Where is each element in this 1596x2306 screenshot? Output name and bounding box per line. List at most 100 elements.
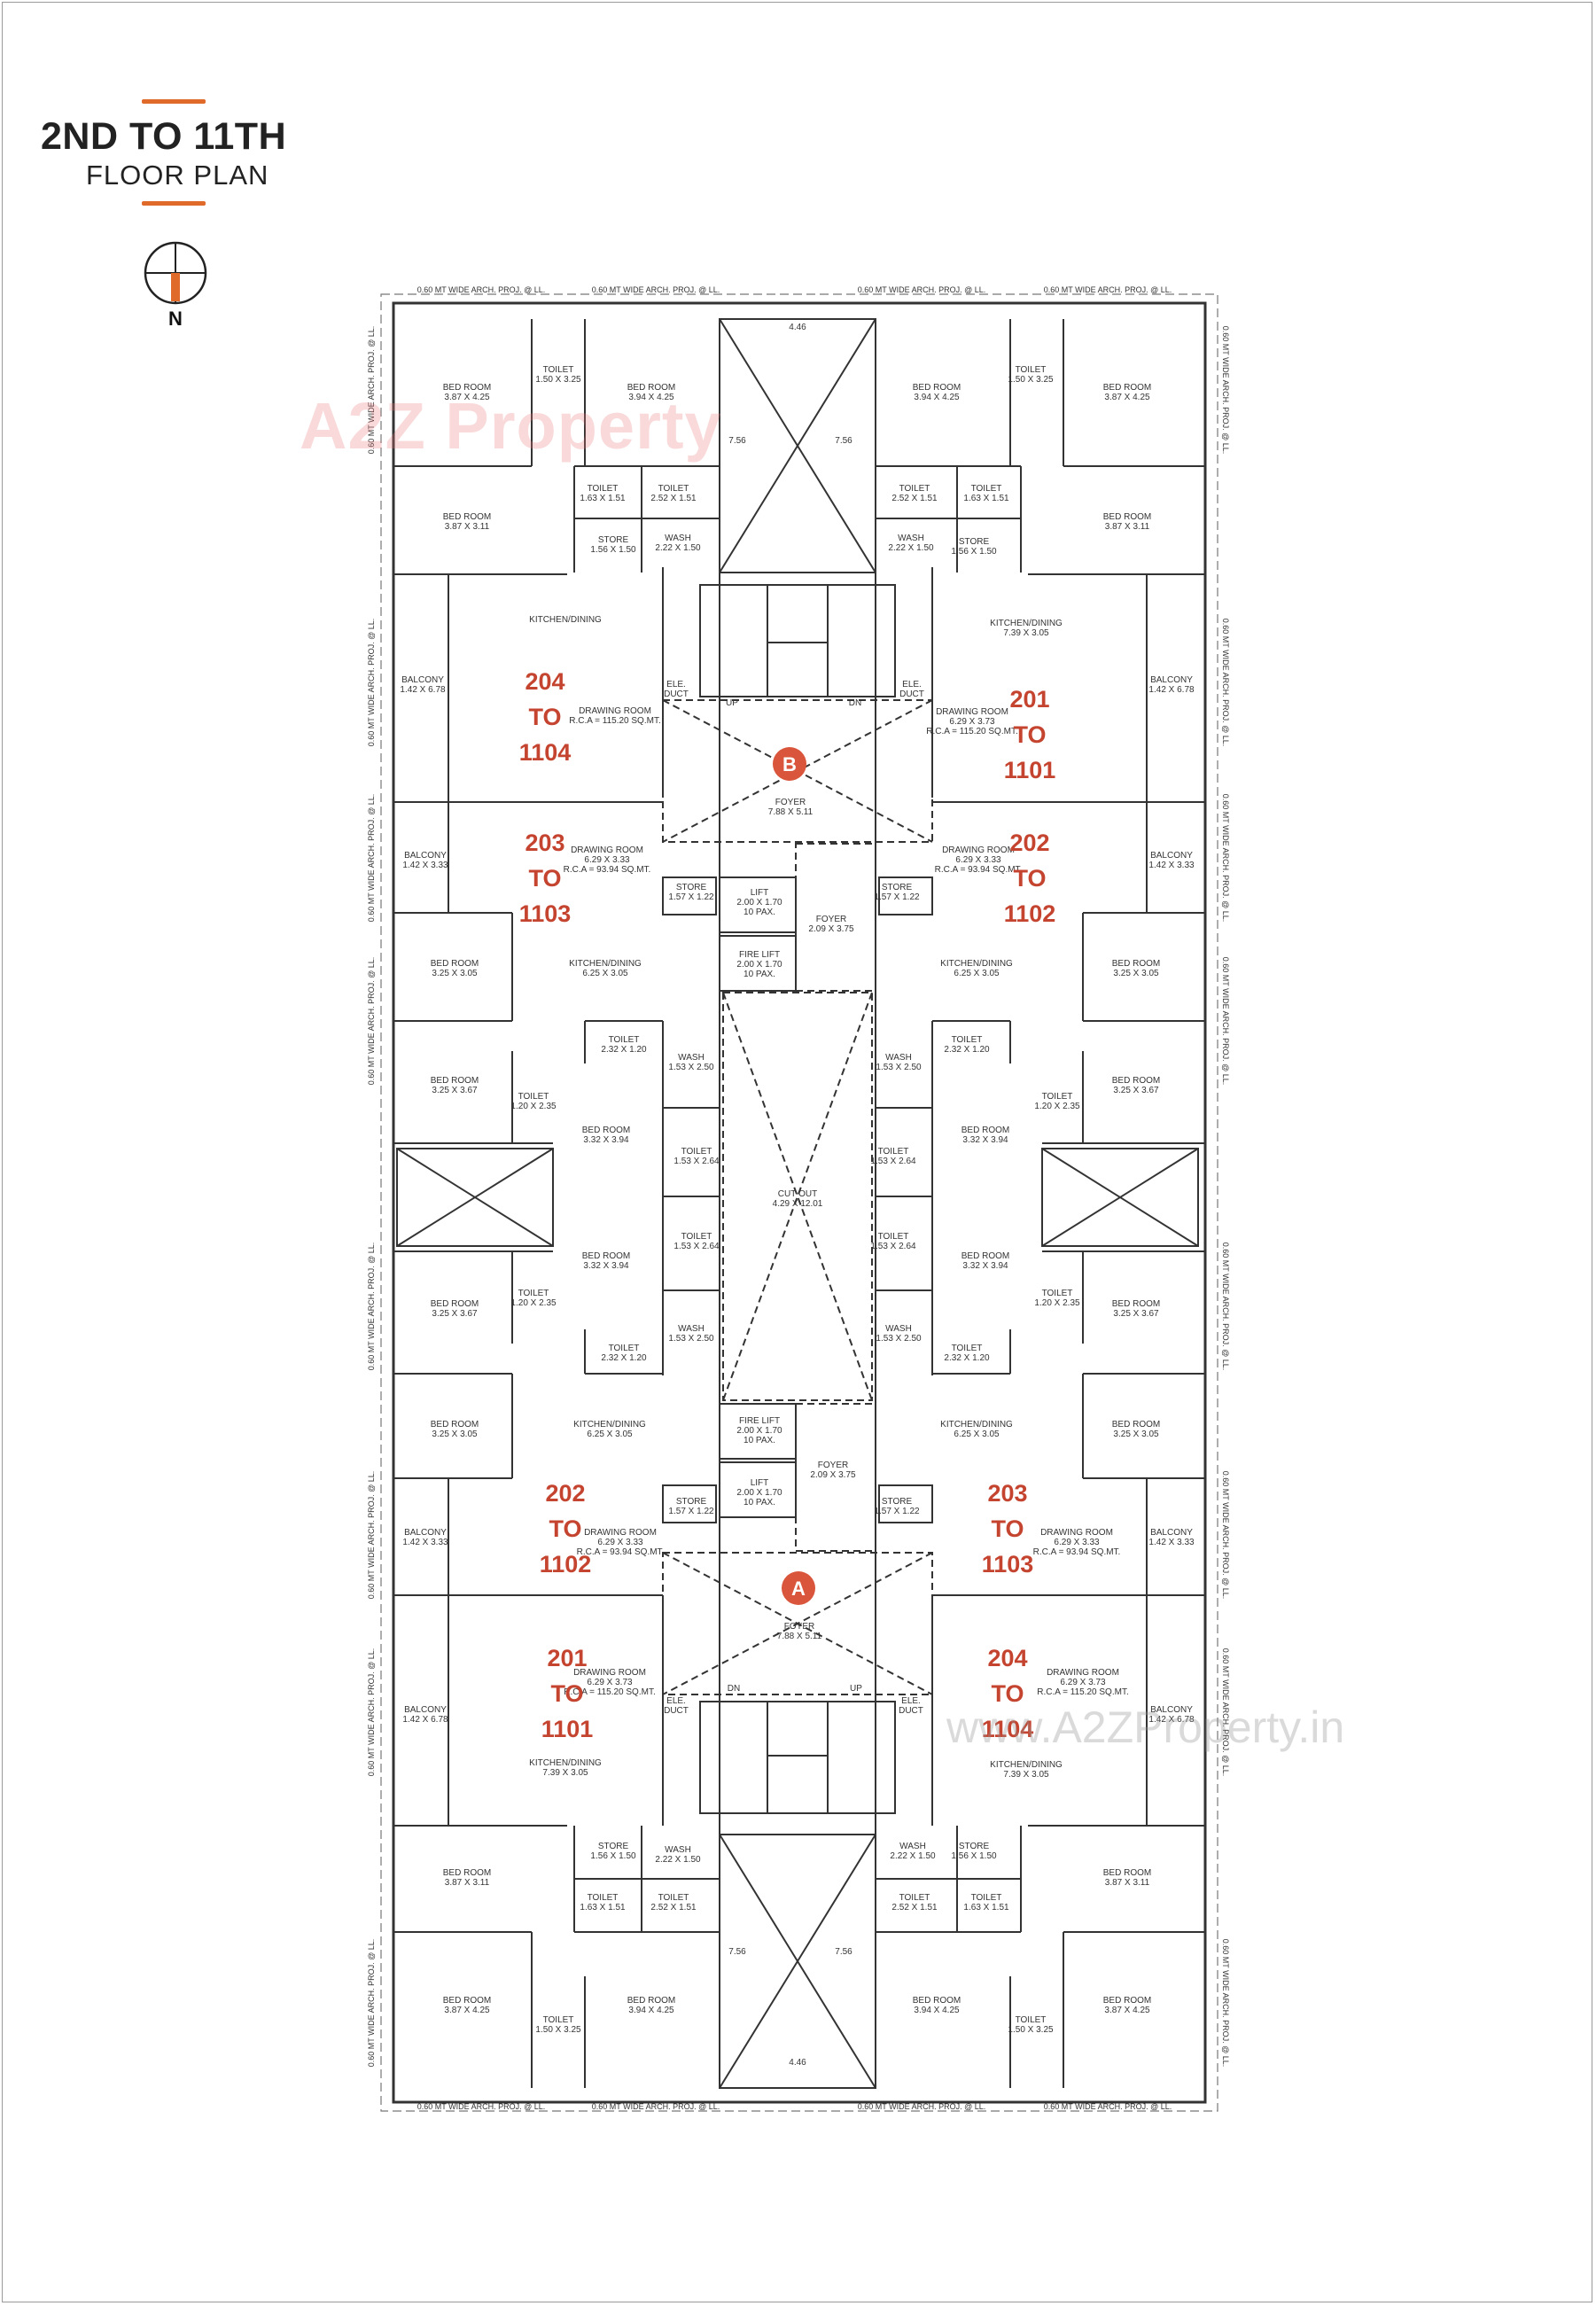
watermark-site: www.A2ZProperty.in	[946, 1702, 1345, 1752]
edge-note: 0.60 MT WIDE ARCH. PROJ. @ LL.	[592, 2102, 720, 2111]
room-label: ELE.DUCT	[899, 680, 924, 699]
dimension-label: 7.56	[728, 436, 746, 446]
edge-note: 0.60 MT WIDE ARCH. PROJ. @ LL.	[367, 1939, 376, 2068]
edge-note: 0.60 MT WIDE ARCH. PROJ. @ LL.	[1221, 1648, 1230, 1777]
dimension-label: 4.46	[789, 323, 806, 332]
room-label: UP	[850, 1684, 862, 1694]
dimension-label: 7.56	[835, 1947, 852, 1957]
room-label: ELE.DUCT	[664, 680, 689, 699]
edge-note: 0.60 MT WIDE ARCH. PROJ. @ LL.	[367, 794, 376, 923]
edge-projection-notes: 0.60 MT WIDE ARCH. PROJ. @ LL. 0.60 MT WI…	[367, 285, 1230, 2111]
north-compass-icon	[144, 241, 207, 305]
north-label: N	[168, 308, 183, 330]
edge-note: 0.60 MT WIDE ARCH. PROJ. @ LL.	[367, 1471, 376, 1600]
wing-a-marker: A	[782, 1571, 815, 1605]
room-label: ELE.DUCT	[664, 1696, 689, 1716]
edge-note: 0.60 MT WIDE ARCH. PROJ. @ LL.	[858, 285, 986, 294]
edge-note: 0.60 MT WIDE ARCH. PROJ. @ LL.	[592, 285, 720, 294]
edge-note: 0.60 MT WIDE ARCH. PROJ. @ LL.	[1221, 326, 1230, 455]
room-label: DN	[728, 1684, 740, 1694]
plan-title: 2ND TO 11TH	[41, 115, 287, 158]
room-label: UP	[726, 698, 738, 708]
plan-subtitle: FLOOR PLAN	[86, 160, 269, 191]
wing-b-marker: B	[773, 747, 806, 781]
edge-note: 0.60 MT WIDE ARCH. PROJ. @ LL.	[1221, 957, 1230, 1086]
wing-a-label: A	[791, 1578, 806, 1600]
